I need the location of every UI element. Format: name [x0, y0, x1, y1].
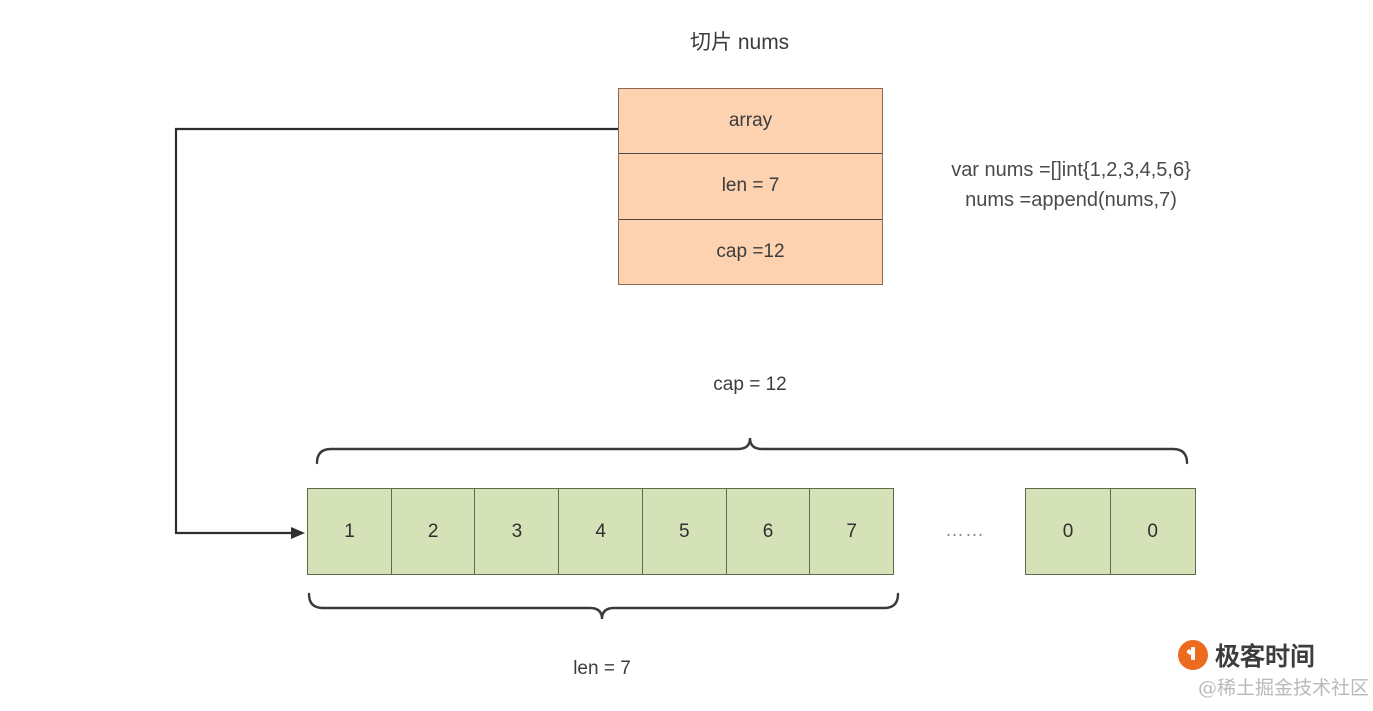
- struct-row-array: array: [728, 110, 773, 132]
- code-line-2: nums =append(nums,7): [965, 189, 1177, 211]
- array-ellipsis: ……: [945, 520, 985, 541]
- array-cell: 1: [307, 488, 392, 575]
- len-brace-label: len = 7: [573, 658, 631, 679]
- array-cell: 2: [390, 488, 476, 575]
- array-cell: 0: [1025, 488, 1111, 575]
- array-tail-cells: 0 0: [1025, 488, 1196, 575]
- code-line-1: var nums =[]int{1,2,3,4,5,6}: [951, 159, 1191, 181]
- struct-row-len: len = 7: [619, 153, 882, 218]
- array-pointer-arrowhead: [291, 527, 305, 539]
- array-used-cells: 1 2 3 4 5 6 7: [307, 488, 895, 575]
- array-cell: 5: [641, 488, 727, 575]
- array-cell: 0: [1109, 488, 1196, 575]
- cap-brace: [315, 437, 1189, 465]
- cap-brace-label: cap = 12: [713, 374, 787, 395]
- struct-row-cap: cap =12: [619, 218, 882, 284]
- array-cell: 3: [474, 488, 560, 575]
- len-brace: [307, 592, 900, 620]
- watermark-brand: 极客时间: [1215, 642, 1316, 671]
- array-cell: 7: [809, 488, 895, 575]
- watermark-logo-row: 极客时间: [1178, 637, 1315, 673]
- array-cell: 6: [725, 488, 811, 575]
- array-pointer-connector: [174, 127, 619, 535]
- watermark-source: @稀土掘金技术社区: [1198, 677, 1370, 699]
- watermark: 极客时间 @稀土掘金技术社区: [1178, 637, 1369, 707]
- slice-header-box: array len = 7 cap =12: [618, 88, 883, 285]
- page-title: 切片 nums: [690, 31, 790, 54]
- code-annotation: var nums =[]int{1,2,3,4,5,6} nums =appen…: [926, 155, 1216, 215]
- array-cell: 4: [558, 488, 644, 575]
- geekbang-logo-icon: [1178, 640, 1208, 670]
